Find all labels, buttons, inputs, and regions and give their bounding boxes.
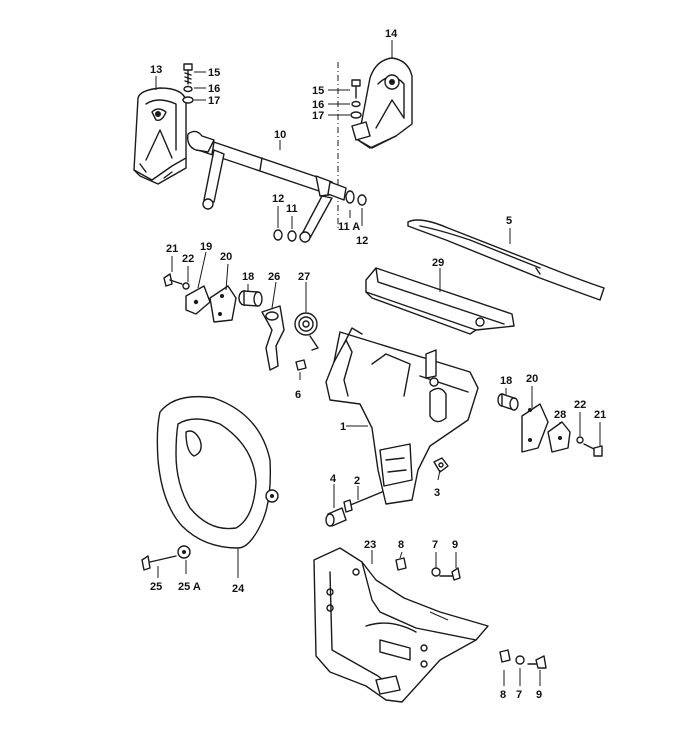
label-28: 28 xyxy=(554,409,566,421)
part-2-screw xyxy=(343,491,383,513)
part-26-lever xyxy=(261,305,285,371)
part-14-right-mount-bracket xyxy=(351,40,413,149)
leader-lines xyxy=(155,40,601,686)
label-21-right: 21 xyxy=(594,409,606,421)
label-22-right: 22 xyxy=(574,399,586,411)
label-16-right: 16 xyxy=(312,99,324,111)
label-25: 25 xyxy=(150,581,162,593)
part-5-long-strip xyxy=(407,219,605,301)
label-20-right: 20 xyxy=(526,373,538,385)
label-19: 19 xyxy=(200,241,212,253)
label-21-left: 21 xyxy=(166,243,178,255)
label-25A: 25 A xyxy=(178,581,201,593)
part-19-left-plate xyxy=(185,285,211,315)
label-13: 13 xyxy=(150,64,162,76)
part-28-right-bracket xyxy=(547,421,571,453)
label-12-right: 12 xyxy=(356,235,368,247)
label-12-left: 12 xyxy=(272,193,284,205)
label-9-bottom: 9 xyxy=(536,689,542,701)
label-18-right: 18 xyxy=(500,375,512,387)
part-23-lower-tray xyxy=(313,547,489,703)
part-21-22-right-screw-washer xyxy=(576,436,603,457)
part-10-linkage-rod xyxy=(186,130,367,243)
label-11A: 11 A xyxy=(338,221,360,233)
label-5: 5 xyxy=(506,215,512,227)
part-25A-grommet xyxy=(177,545,191,559)
label-26: 26 xyxy=(268,271,280,283)
part-8-clip-bottom xyxy=(499,649,511,663)
part-3-nut xyxy=(433,457,449,473)
part-11-12-retaining-clips xyxy=(273,206,363,242)
part-15-16-17-right-bolt-washers xyxy=(328,79,362,119)
part-6-small-nut xyxy=(295,359,307,371)
label-3: 3 xyxy=(434,487,440,499)
callout-labels: 13 15 16 17 14 15 16 17 10 12 11 11 A 12… xyxy=(150,28,606,701)
label-18-left: 18 xyxy=(242,271,254,283)
label-17-right: 17 xyxy=(312,110,324,122)
label-24: 24 xyxy=(232,583,245,595)
label-7-top: 7 xyxy=(432,539,438,551)
part-21-22-left-screw-washer xyxy=(163,273,190,290)
part-20-right-plate xyxy=(521,403,549,453)
label-4: 4 xyxy=(330,473,337,485)
label-7-bottom: 7 xyxy=(516,689,522,701)
part-27-coil-spring xyxy=(294,312,319,351)
label-8-top: 8 xyxy=(398,539,404,551)
part-7-washer-top xyxy=(431,567,441,577)
label-8-bottom: 8 xyxy=(500,689,506,701)
label-6: 6 xyxy=(295,389,301,401)
part-18-left-bushing xyxy=(238,290,263,307)
label-14: 14 xyxy=(385,28,398,40)
label-23: 23 xyxy=(364,539,376,551)
label-1: 1 xyxy=(340,421,346,433)
label-29: 29 xyxy=(432,257,444,269)
part-18-right-bushing xyxy=(497,393,519,411)
label-27: 27 xyxy=(298,271,310,283)
label-10: 10 xyxy=(274,129,286,141)
part-15-16-17-left-bolt-washers xyxy=(182,63,206,104)
label-17-left: 17 xyxy=(208,95,220,107)
label-22-left: 22 xyxy=(182,253,194,265)
part-4-bushing xyxy=(325,507,347,527)
part-7-washer-bottom xyxy=(515,655,525,665)
part-1-main-housing-frame xyxy=(325,327,479,505)
part-9-screw-bottom xyxy=(527,655,547,669)
part-9-screw-top xyxy=(439,567,461,581)
label-16-left: 16 xyxy=(208,83,220,95)
label-20-left: 20 xyxy=(220,251,232,263)
part-13-left-mount-bracket xyxy=(133,87,187,185)
label-2: 2 xyxy=(354,475,360,487)
label-9-top: 9 xyxy=(452,539,458,551)
label-15-right: 15 xyxy=(312,85,324,97)
part-24-bezel-ring xyxy=(156,395,279,549)
part-8-clip-top xyxy=(395,557,407,571)
part-29-channel-bar xyxy=(365,267,515,335)
part-25-screw xyxy=(141,555,177,571)
label-11: 11 xyxy=(286,203,298,215)
part-20-left-plate xyxy=(209,285,237,323)
label-15-left: 15 xyxy=(208,67,220,79)
